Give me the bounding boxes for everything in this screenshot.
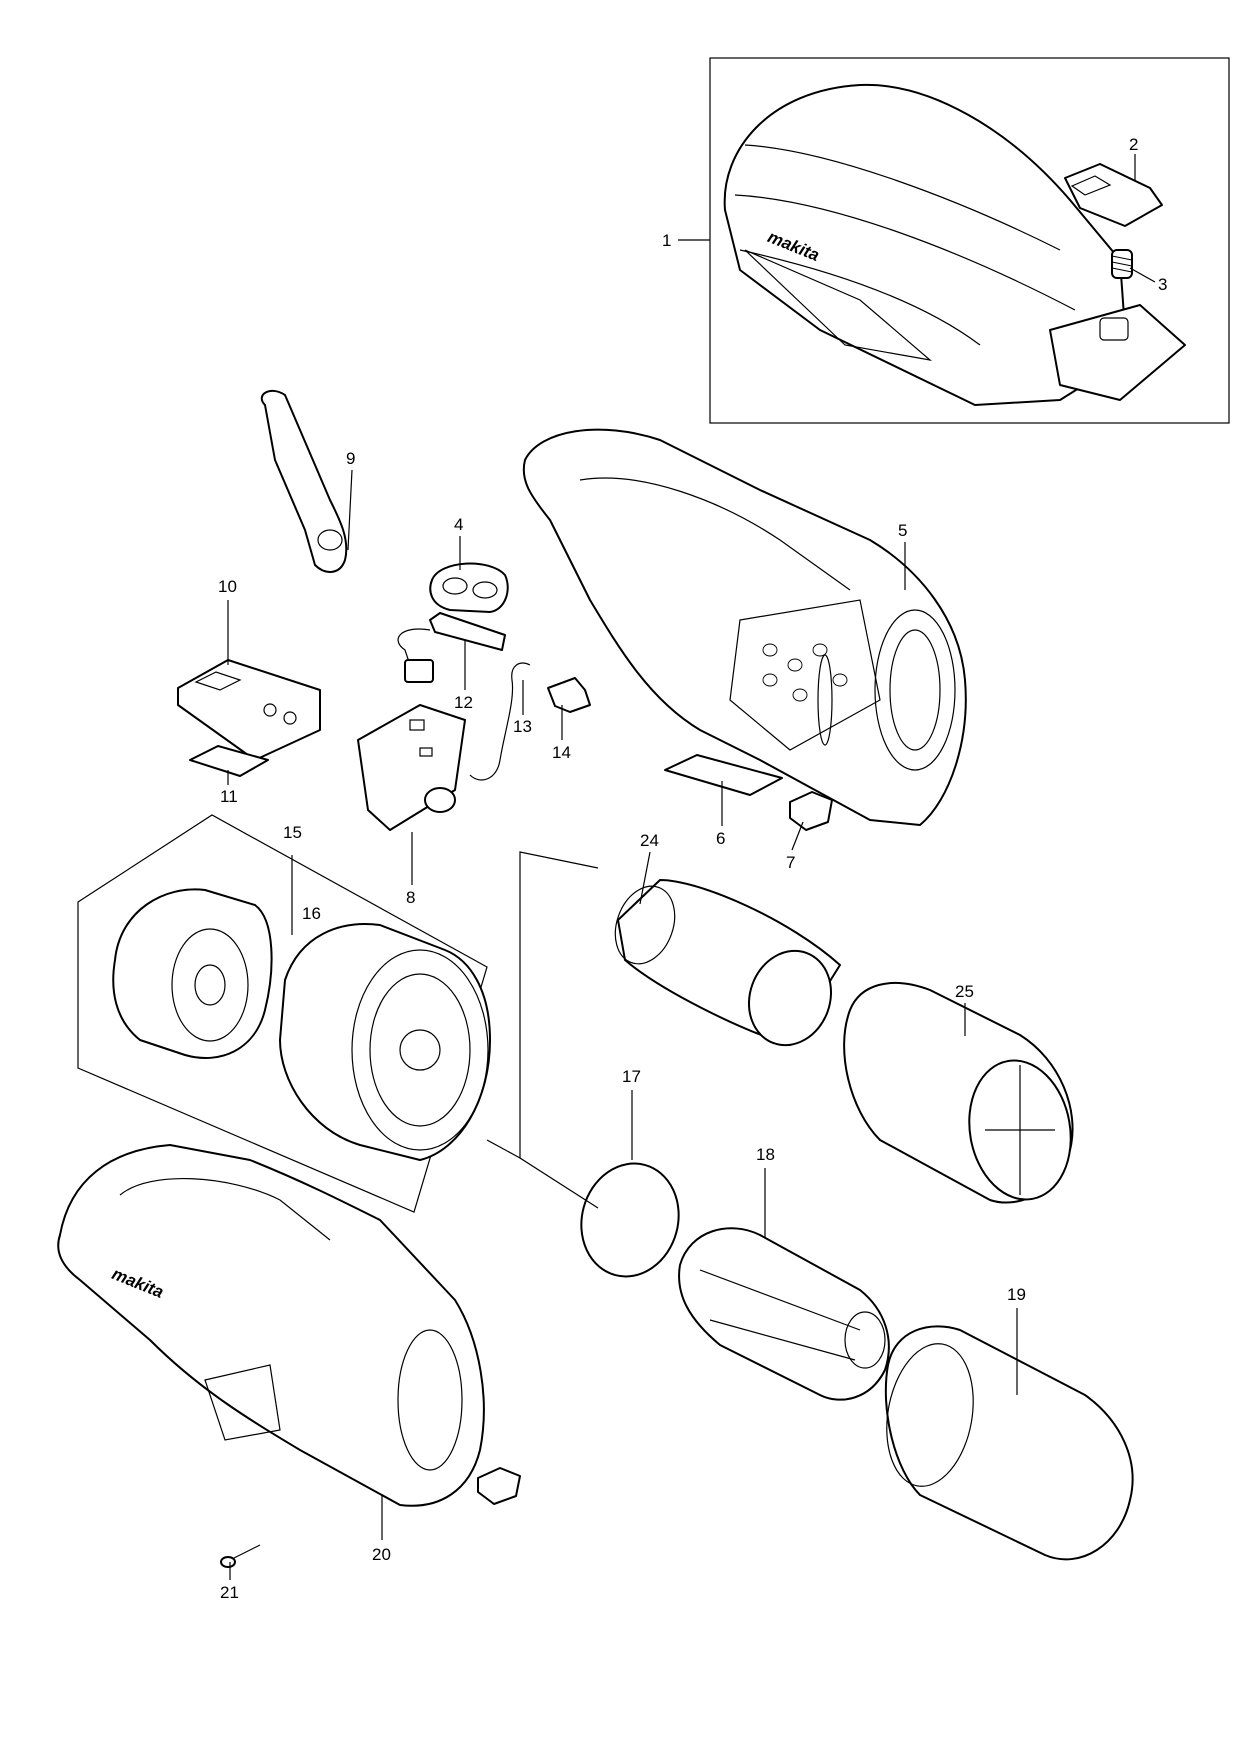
controller-illustration xyxy=(357,704,466,831)
hepa-filter-illustration xyxy=(614,879,841,1047)
part-label-7: 7 xyxy=(786,853,795,872)
nozzle-assembly-illustration xyxy=(723,83,1186,406)
part-label-24: 24 xyxy=(640,831,659,850)
switch-button-illustration xyxy=(429,562,509,613)
part-label-6: 6 xyxy=(716,829,725,848)
part-label-19: 19 xyxy=(1007,1285,1026,1304)
part-label-9: 9 xyxy=(346,449,355,468)
part-label-21: 21 xyxy=(220,1583,239,1602)
housing-right-illustration xyxy=(522,428,967,826)
part-label-8: 8 xyxy=(406,888,415,907)
part-label-12: 12 xyxy=(454,693,473,712)
part-label-5: 5 xyxy=(898,521,907,540)
lead-wire-illustration xyxy=(469,662,531,781)
leader-lines xyxy=(227,154,1156,1580)
part-label-10: 10 xyxy=(218,577,237,596)
part-label-2: 2 xyxy=(1129,135,1138,154)
part-label-15: 15 xyxy=(283,823,302,842)
pre-filter-cup-illustration xyxy=(884,1325,1134,1561)
part-label-13: 13 xyxy=(513,717,532,736)
part-label-3: 3 xyxy=(1158,275,1167,294)
terminal-clip-illustration xyxy=(789,791,833,831)
housing-left-illustration xyxy=(57,1144,485,1507)
part-label-4: 4 xyxy=(454,515,463,534)
disc-filter-illustration xyxy=(580,1162,680,1278)
tapping-screw-illustration xyxy=(220,1544,261,1568)
terminal-clip-left-illustration xyxy=(477,1467,521,1505)
filter-holder-illustration xyxy=(678,1227,890,1401)
part-label-11: 11 xyxy=(220,787,238,806)
part-label-1: 1 xyxy=(662,231,671,250)
part-label-14: 14 xyxy=(552,743,571,762)
fan-illustration xyxy=(112,888,273,1059)
compression-spring-illustration xyxy=(1111,249,1133,279)
release-button-illustration xyxy=(1064,163,1163,227)
connector-illustration xyxy=(547,677,591,713)
battery-terminal-illustration xyxy=(177,659,321,761)
part-number-labels: 1 2 3 4 5 6 7 8 9 10 11 12 13 14 15 16 1… xyxy=(218,135,1167,1602)
part-label-20: 20 xyxy=(372,1545,391,1564)
mesh-filter-illustration xyxy=(843,982,1074,1204)
part-label-17: 17 xyxy=(622,1067,641,1086)
strap-illustration xyxy=(260,389,348,573)
part-label-18: 18 xyxy=(756,1145,775,1164)
part-label-16: 16 xyxy=(302,904,321,923)
insulation-sheet-illustration xyxy=(189,745,269,777)
motor-unit-illustration xyxy=(279,923,491,1161)
switch-board-illustration xyxy=(397,612,506,683)
part-label-25: 25 xyxy=(955,982,974,1001)
